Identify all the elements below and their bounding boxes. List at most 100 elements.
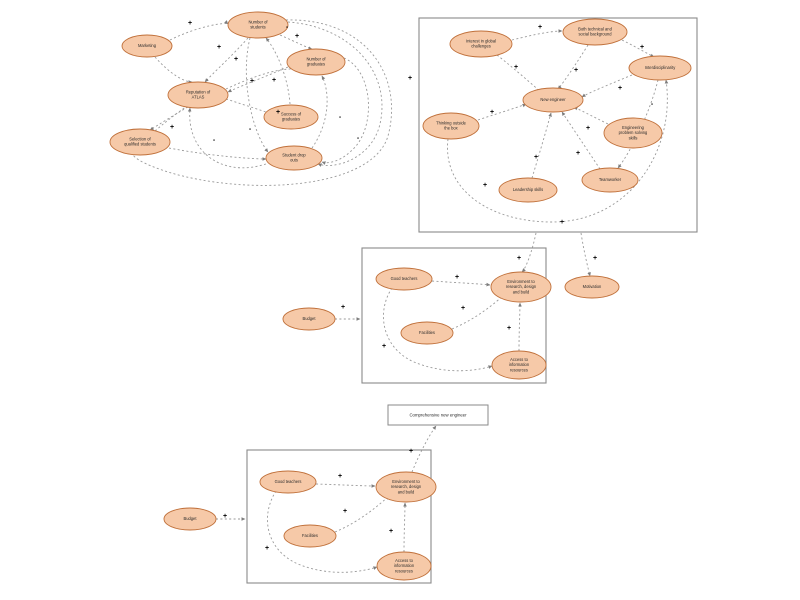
node-shape-good-teachers-bot [259, 470, 317, 494]
interdisciplinarity-to-newengineer [581, 74, 633, 98]
polarity-marker-plus-30: + [461, 305, 465, 312]
polarity-marker-plus-0: + [188, 20, 192, 27]
node-interdisciplinarity[interactable]: Interdisciplinarity [628, 55, 692, 81]
dropouts-to-graduates [311, 75, 328, 149]
node-marketing[interactable]: Marketing [121, 34, 173, 58]
polarity-marker-plus-33: + [409, 448, 413, 455]
node-shape-interest-in-global-challenges [449, 30, 513, 58]
leadership-to-newengineer [531, 112, 552, 179]
reputation-to-selection [149, 106, 189, 131]
polarity-marker-plus-21: + [586, 125, 590, 132]
node-shape-teamworker [581, 167, 639, 193]
node-shape-reputation-of-atlas [167, 81, 229, 109]
dropouts-arc-to-reputation [187, 107, 267, 169]
node-shape-access-to-information-resources-mid [491, 350, 547, 380]
polarity-marker-plus-28: + [455, 274, 459, 281]
frame-environment-middle [361, 247, 547, 384]
cluster-frames [246, 17, 698, 584]
node-shape-environment-research-design-build-mid [490, 271, 552, 303]
node-good-teachers-bot[interactable]: Good teachers [259, 470, 317, 494]
node-shape-both-technical-and-social-background [562, 18, 628, 46]
polarity-marker-plus-31: + [507, 325, 511, 332]
node-budget-mid[interactable]: Budget [282, 307, 336, 331]
node-shape-good-teachers-mid [375, 267, 433, 291]
polarity-marker-plus-6: + [295, 33, 299, 40]
node-shape-success-of-graduates [263, 104, 319, 130]
interdisciplinarity-to-teamworker [617, 79, 659, 169]
polarity-marker-plus-37: + [389, 528, 393, 535]
node-shape-budget-bot [163, 507, 217, 531]
outer-arc-mid [321, 57, 369, 165]
students-to-graduates [279, 34, 313, 50]
polarity-marker-plus-38: + [265, 545, 269, 552]
goodteachers-arc-to-access-mid [383, 287, 493, 372]
reputation-to-success [225, 98, 279, 117]
causal-links [129, 19, 669, 573]
polarity-marker-minus-9: - [339, 114, 342, 121]
polarity-marker-plus-34: + [338, 473, 342, 480]
node-motivation[interactable]: Motivation [564, 275, 620, 299]
polarity-marker-plus-23: + [576, 150, 580, 157]
environment-to-outcome [411, 425, 437, 473]
polarity-marker-minus-10: - [213, 137, 216, 144]
node-shape-number-of-students [227, 11, 289, 39]
node-shape-thinking-outside-the-box [422, 112, 480, 140]
polarity-marker-plus-15: + [640, 44, 644, 51]
goodteachers-to-environment-bot [315, 483, 376, 488]
outcome-box-layer: Comprehensive new engineer [387, 404, 489, 426]
node-shape-facilities-bot [283, 524, 337, 548]
facilities-to-environment-bot [334, 495, 390, 533]
students-to-dropouts [245, 37, 269, 153]
node-facilities-bot[interactable]: Facilities [283, 524, 337, 548]
node-good-teachers-mid[interactable]: Good teachers [375, 267, 433, 291]
node-shape-number-of-graduates [286, 48, 346, 76]
polarity-marker-plus-17: + [574, 67, 578, 74]
node-shape-leadership-skills [498, 177, 558, 203]
node-shape-access-to-information-resources-bot [376, 551, 432, 581]
problemsolving-to-newengineer [573, 106, 609, 125]
students-to-reputation [204, 37, 249, 83]
node-new-engineer[interactable]: New engineer [522, 87, 584, 113]
selection-to-dropouts [168, 147, 267, 161]
interest-to-newengineer [496, 54, 543, 94]
frame-new-engineer [418, 17, 698, 233]
node-shape-engineering-problem-solving-skills [603, 117, 663, 149]
node-budget-bot[interactable]: Budget [163, 507, 217, 531]
node-shape-environment-research-design-build-bot [375, 471, 437, 503]
graduates-to-reputation [227, 66, 289, 93]
frame-environment-bottom [246, 449, 432, 584]
polarity-marker-plus-2: + [234, 56, 238, 63]
access-to-environment-bot [403, 502, 407, 553]
polarity-marker-plus-36: + [343, 508, 347, 515]
polarity-marker-plus-8: + [408, 75, 412, 82]
polarity-marker-plus-20: + [490, 109, 494, 116]
polarity-marker-plus-27: + [593, 255, 597, 262]
node-shape-motivation [564, 275, 620, 299]
node-facilities-mid[interactable]: Facilities [400, 321, 454, 345]
newengineer-box-to-motivation [580, 232, 591, 277]
reputation-to-graduates [225, 67, 301, 90]
node-leadership-skills[interactable]: Leadership skills [498, 177, 558, 203]
node-shape-budget-mid [282, 307, 336, 331]
comprehensive-new-engineer-box[interactable] [387, 404, 489, 426]
polarity-marker-plus-25: + [560, 219, 564, 226]
marketing-to-students [169, 20, 229, 41]
node-teamworker[interactable]: Teamworker [581, 167, 639, 193]
selection-to-reputation [154, 103, 191, 132]
success-to-students [265, 37, 291, 105]
